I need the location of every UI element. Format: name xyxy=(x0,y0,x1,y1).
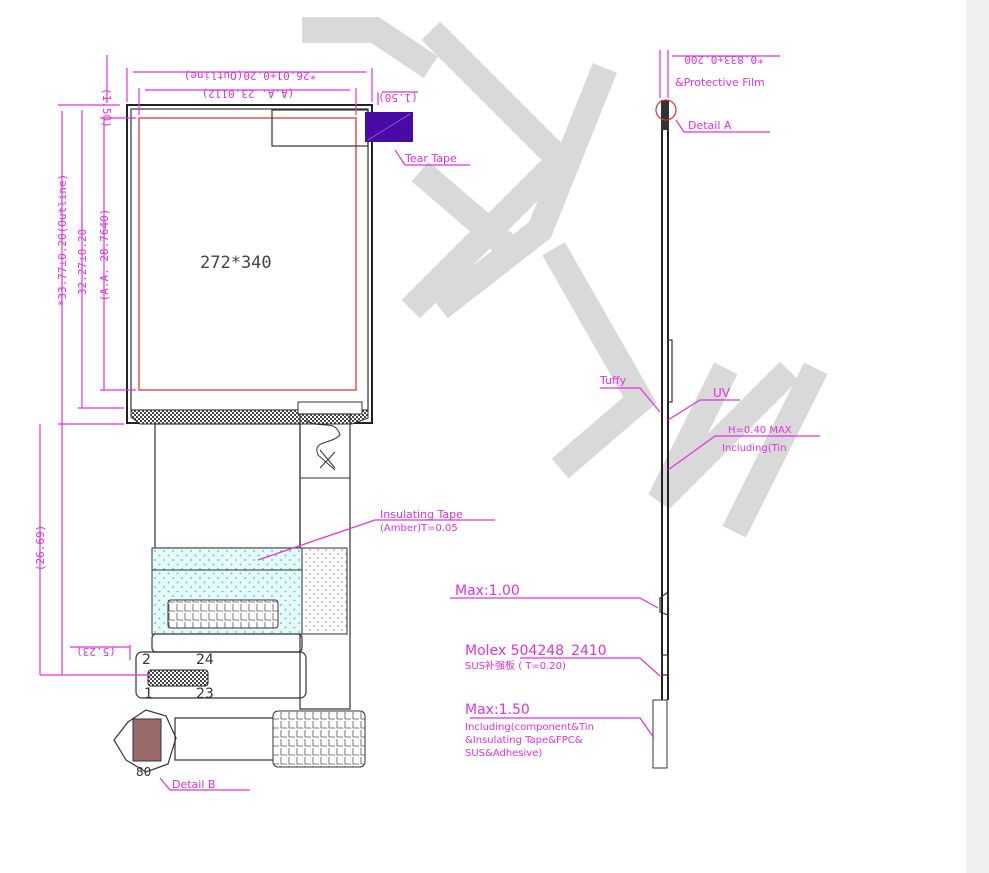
detail-a-circle xyxy=(655,99,677,121)
dim-outline-width: *26.01±0.20(Outline) xyxy=(184,69,316,82)
dim-connector-offset: (5.23) xyxy=(76,645,116,658)
dim-thickness: *0.833±0.200 xyxy=(684,53,763,66)
tear-tape-label: Tear Tape xyxy=(404,152,457,165)
insulating-tape-label: Insulating Tape xyxy=(380,508,463,521)
including-tin-label: Including(Tin xyxy=(722,443,787,454)
tuffy-label: Tuffy xyxy=(599,374,627,387)
stiffener-pad xyxy=(272,710,366,768)
dim-aa-width: (A.A. 23.0112) xyxy=(202,87,295,100)
svg-text:Including(component&Tin: Including(component&Tin xyxy=(465,722,594,733)
watermark xyxy=(302,17,828,538)
svg-text:24: 24 xyxy=(196,652,214,668)
svg-text:SUS&Adhesive): SUS&Adhesive) xyxy=(465,748,542,759)
dim-aa-height: (A.A. 28.7640) xyxy=(98,209,111,302)
max-100-label: Max:1.00 xyxy=(455,583,520,599)
svg-text:(Amber)T=0.05: (Amber)T=0.05 xyxy=(380,523,458,534)
side-view: *0.833±0.200 &Protective Film Detail A T… xyxy=(450,50,820,769)
insulating-tape-top xyxy=(151,547,303,571)
dim-glass-height: 32.27±0.20 xyxy=(76,229,89,295)
max-150-label: Max:1.50 xyxy=(465,702,530,718)
molex-label: Molex 504248_2410 xyxy=(465,643,607,659)
active-area xyxy=(138,117,357,391)
detail-b-label: Detail B xyxy=(172,778,215,791)
component-block xyxy=(652,699,668,769)
svg-text:2: 2 xyxy=(142,652,151,668)
resolution-label: 272*340 xyxy=(200,253,272,273)
front-view: 272*340 Tear Tape 2 24 1 23 80 xyxy=(34,55,495,791)
detail-b-contacts xyxy=(132,718,162,762)
dim-right-margin: (1.50) xyxy=(378,91,418,104)
svg-text:80: 80 xyxy=(136,765,151,779)
uv-label: UV xyxy=(713,386,731,400)
protective-film-label: &Protective Film xyxy=(675,76,765,89)
detail-b-outline xyxy=(113,709,177,773)
lcd-mechanical-drawing: 272*340 Tear Tape 2 24 1 23 80 xyxy=(34,17,828,791)
h-max-label: H=0.40 MAX xyxy=(728,425,792,436)
svg-text:23: 23 xyxy=(196,686,214,702)
component-area xyxy=(167,599,279,629)
svg-text:&Insulating Tape&FPC&: &Insulating Tape&FPC& xyxy=(465,735,583,746)
connector-molex xyxy=(147,669,209,687)
right-gray-strip xyxy=(966,0,989,873)
detail-a-label: Detail A xyxy=(688,119,732,132)
svg-text:1: 1 xyxy=(144,686,153,702)
panel-profile xyxy=(661,108,669,700)
sus-label: SUS补强板 ( T=0.20) xyxy=(465,659,566,672)
dim-outline-height: *33.77±0.20(Outline) xyxy=(56,174,69,306)
